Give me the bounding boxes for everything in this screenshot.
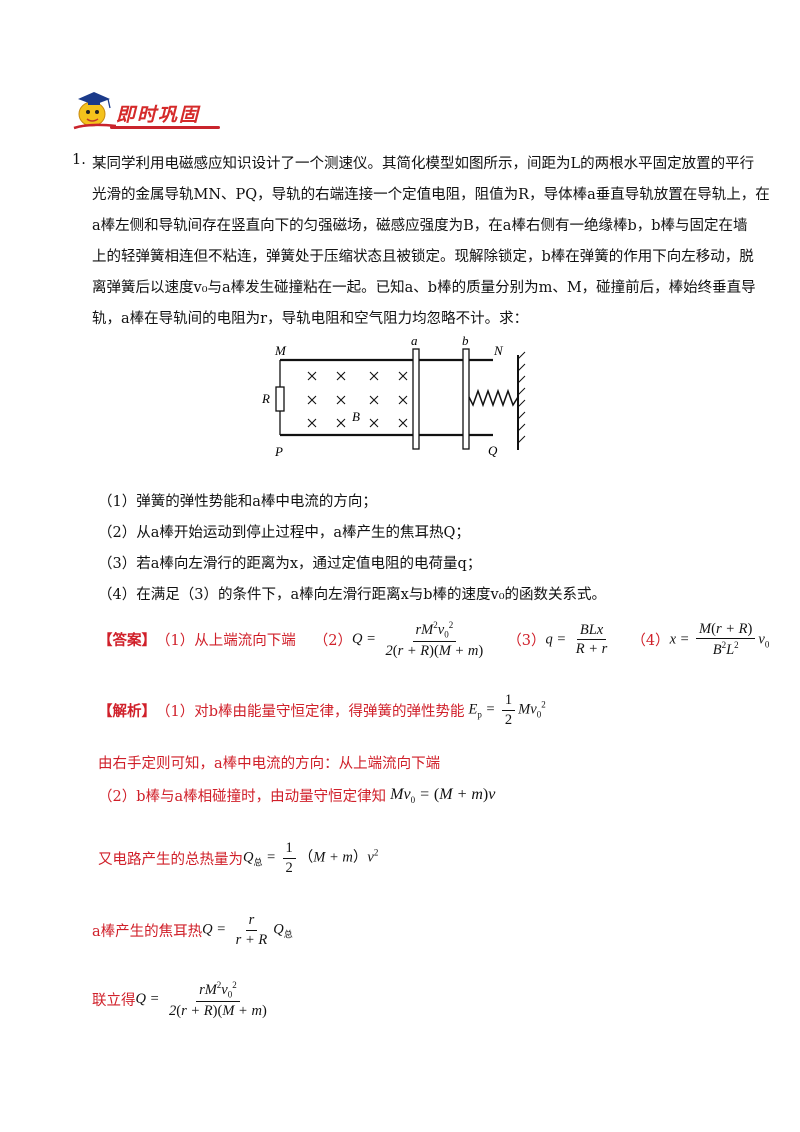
- header-logo: 即时巩固: [70, 88, 220, 132]
- question-line-6: 轨，a棒在导轨间的电阻为r，导轨电阻和空气阻力均忽略不计。求：: [92, 311, 529, 327]
- label-M: M: [274, 343, 287, 358]
- answer-1-label: （1）: [156, 633, 195, 650]
- label-b: b: [462, 335, 469, 348]
- question-line-1: 某同学利用电磁感应知识设计了一个测速仪。其简化模型如图所示，间距为L的两根水平固…: [92, 156, 755, 172]
- mascot-icon: [73, 92, 116, 130]
- label-a: a: [411, 335, 418, 348]
- label-P: P: [274, 444, 283, 459]
- answer-2-label: （2）: [313, 633, 352, 650]
- label-R: R: [261, 391, 270, 406]
- label-Q: Q: [488, 443, 498, 458]
- header-underline: [110, 126, 220, 129]
- analysis-5-text: a棒产生的焦耳热: [92, 923, 203, 940]
- question-number: 1.: [72, 152, 86, 168]
- sub-question-3: （3）若a棒向左滑行的距离为x，通过定值电阻的电荷量q；: [98, 556, 482, 572]
- analysis-3-formula: Mv0 = (M + m)v: [390, 785, 496, 806]
- answer-tag: 【答案】: [98, 632, 156, 650]
- analysis-3-label: （2）: [98, 789, 137, 805]
- analysis-line-3: （2） b棒与a棒相碰撞时，由动量守恒定律知 Mv0 = (M + m)v: [98, 785, 495, 806]
- rod-a: [412, 348, 420, 450]
- answer-4-label: （4）: [631, 633, 670, 650]
- rod-b: [462, 348, 470, 450]
- sub-question-4: （4）在满足（3）的条件下，a棒向左滑行距离x与b棒的速度v₀的函数关系式。: [98, 587, 607, 603]
- header-title: 即时巩固: [116, 104, 201, 126]
- analysis-line-2: 由右手定则可知，a棒中电流的方向：从上端流向下端: [98, 756, 441, 772]
- analysis-tag: 【解析】: [98, 702, 156, 720]
- sub-question-2: （2）从a棒开始运动到停止过程中，a棒产生的焦耳热Q；: [98, 525, 470, 541]
- answer-3-label: （3）: [507, 633, 546, 650]
- resistor: [275, 386, 285, 412]
- analysis-6-text: 联立得: [92, 993, 136, 1010]
- question-line-5: 离弹簧后以速度v₀与a棒发生碰撞粘在一起。已知a、b棒的质量分别为m、M，碰撞前…: [92, 280, 756, 296]
- analysis-4-text: 又电路产生的总热量为: [98, 851, 243, 868]
- label-B: B: [352, 409, 360, 424]
- analysis-1-label: （1）: [156, 703, 195, 720]
- sub-question-1: （1）弹簧的弹性势能和a棒中电流的方向；: [98, 494, 377, 510]
- label-N: N: [493, 343, 504, 358]
- question-line-3: a棒左侧和导轨间存在竖直向下的匀强磁场，磁感应强度为B，在a棒右侧有一绝缘棒b，…: [92, 218, 748, 234]
- spring: [468, 388, 519, 408]
- analysis-1-text: 对b棒由能量守恒定律，得弹簧的弹性势能: [194, 703, 465, 720]
- question-line-4: 上的轻弹簧相连但不粘连，弹簧处于压缩状态且被锁定。现解除锁定，b棒在弹簧的作用下…: [92, 249, 754, 265]
- magnetic-field: [307, 371, 408, 428]
- circuit-diagram: M N P Q R B a b: [261, 335, 526, 459]
- question-line-2: 光滑的金属导轨MN、PQ，导轨的右端连接一个定值电阻，阻值为R，导体棒a垂直导轨…: [92, 187, 770, 203]
- analysis-3-text: b棒与a棒相碰撞时，由动量守恒定律知: [136, 789, 387, 805]
- answer-1: 从上端流向下端: [194, 633, 296, 650]
